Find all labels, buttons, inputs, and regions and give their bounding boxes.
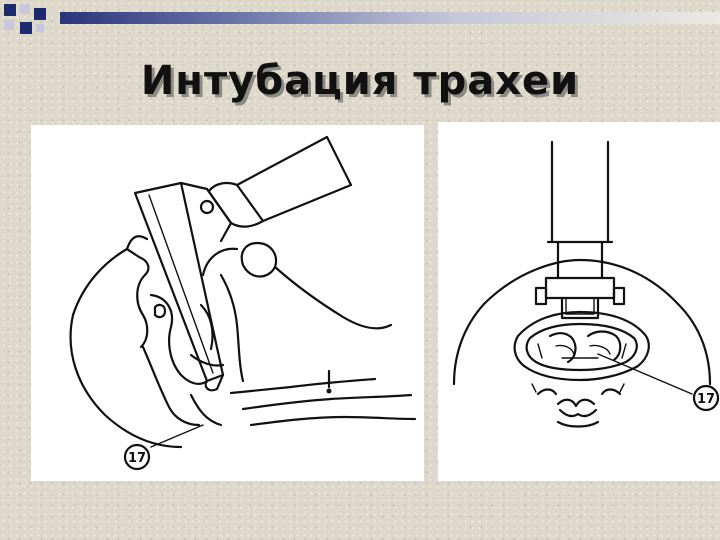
slide-title-shadow: Интубация трахеи [143, 61, 583, 107]
callout-label-17-right: 17 [697, 392, 715, 407]
callout-circle [692, 384, 720, 412]
figure-sagittal-laryngoscopy: 17 [31, 125, 424, 481]
figure-frontal-glottis-view: 17 [438, 122, 720, 481]
frontal-illustration: 17 [452, 140, 720, 428]
slide-title: Интубация трахеи [140, 58, 580, 104]
callout-circle [123, 443, 151, 471]
corner-squares-decoration [0, 0, 720, 40]
header-gradient-bar [60, 12, 720, 24]
sagittal-illustration: 17 [69, 135, 417, 471]
callout-label-17-left: 17 [128, 451, 146, 466]
